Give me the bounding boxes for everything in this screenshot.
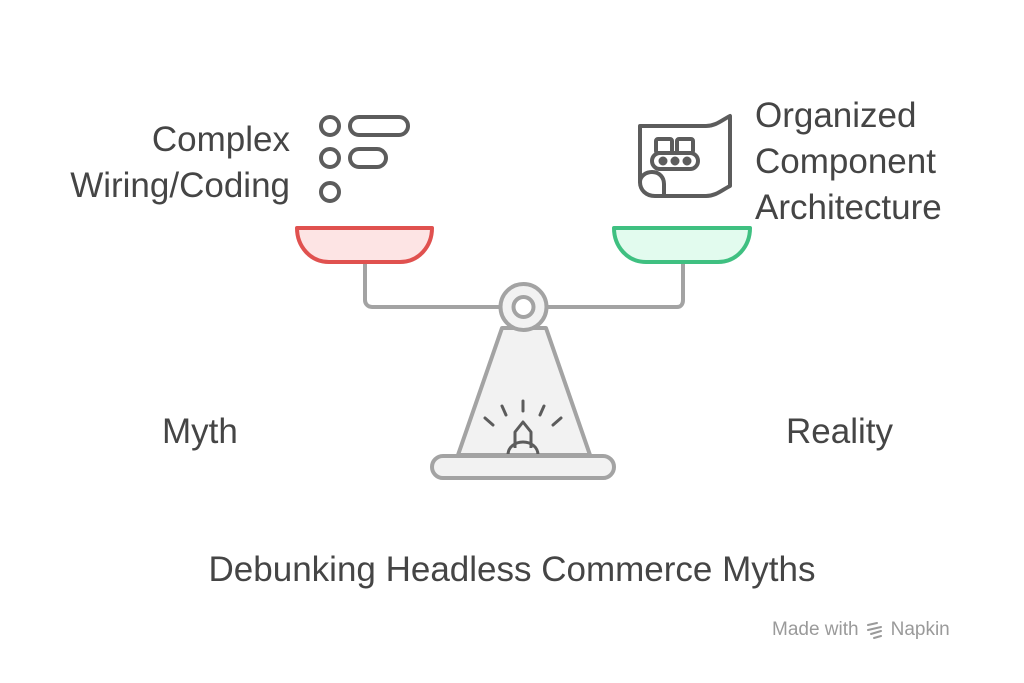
reality-line-3: Architecture	[755, 188, 942, 227]
scale-beam	[363, 262, 685, 309]
needle-mount	[506, 440, 540, 456]
reality-line-1: Organized	[755, 96, 917, 135]
diagram-title: Debunking Headless Commerce Myths	[208, 550, 816, 589]
myth-pan	[295, 226, 434, 264]
reality-pan	[612, 226, 752, 264]
gauge-ticks	[483, 399, 563, 427]
myth-line-2: Wiring/Coding	[70, 166, 290, 205]
conveyor-scroll-icon	[638, 114, 732, 198]
reality-label: Reality	[786, 412, 893, 451]
reality-description: Organized Component Architecture	[755, 93, 942, 231]
reality-line-2: Component	[755, 142, 936, 181]
list-icon	[319, 115, 410, 203]
scale-pivot-inner	[511, 295, 536, 319]
napkin-watermark: Made with Napkin	[772, 617, 950, 643]
napkin-logo-icon	[866, 622, 882, 639]
myth-description: Complex Wiring/Coding	[70, 117, 290, 209]
myth-line-1: Complex	[151, 120, 290, 159]
myth-label: Myth	[162, 412, 238, 451]
scale-stand	[456, 326, 592, 457]
gauge-needle-icon	[513, 420, 533, 448]
watermark-text: Made with	[772, 619, 859, 640]
scale-base	[430, 454, 616, 480]
watermark-brand: Napkin	[890, 619, 950, 640]
